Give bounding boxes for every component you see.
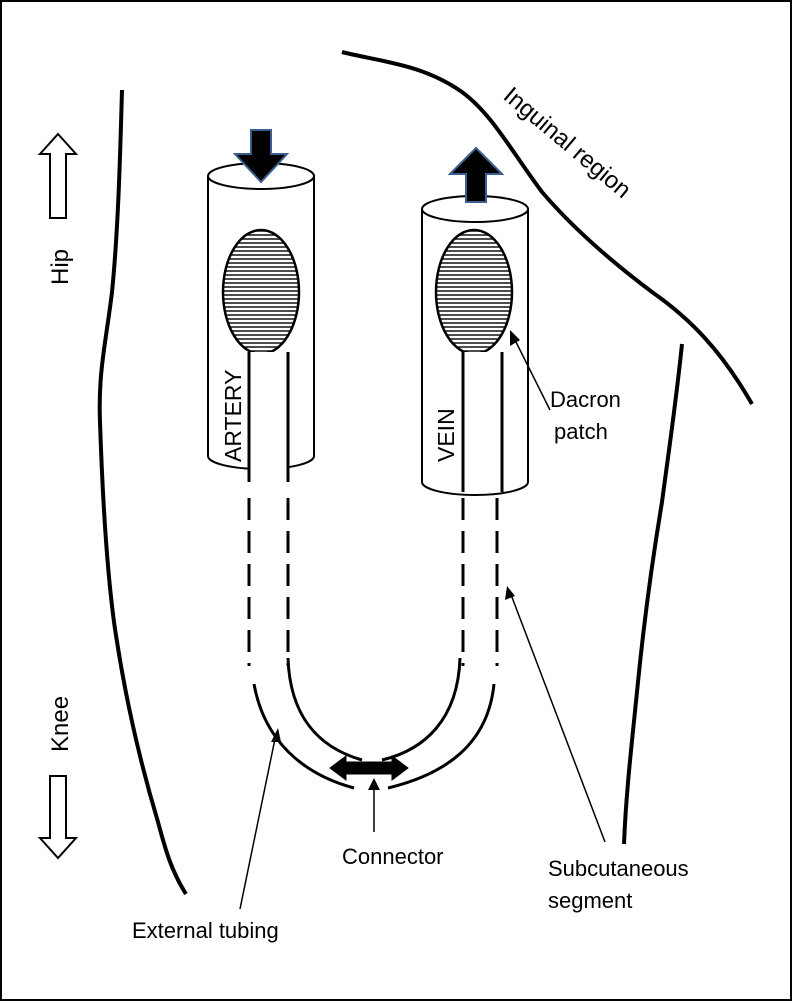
dacron-label-line2: patch	[554, 419, 608, 444]
artery-label: ARTERY	[220, 370, 246, 462]
external-tubing-outer-left	[252, 683, 355, 790]
subcutaneous-label-line1: Subcutaneous	[548, 856, 689, 881]
vein-label: VEIN	[433, 408, 459, 462]
vein-tube	[461, 352, 504, 492]
artery-subcutaneous-segment	[247, 498, 290, 666]
external-tubing-outer-right	[387, 683, 496, 790]
external-tubing-label: External tubing	[132, 918, 279, 943]
external-tubing-inner-right	[381, 657, 462, 762]
subcutaneous-label-line2: segment	[548, 888, 632, 913]
hip-label: Hip	[47, 249, 74, 285]
arrow-down-icon	[232, 129, 290, 184]
vein-dacron-patch	[434, 228, 514, 356]
knee-label: Knee	[47, 696, 74, 752]
thigh-right-outline	[622, 343, 684, 845]
hollow-arrow-up-icon	[37, 132, 79, 219]
artery-tube	[247, 352, 290, 482]
vein-subcutaneous-segment	[461, 498, 499, 666]
external-tubing-inner-left	[286, 657, 363, 762]
dacron-label-line1: Dacron	[550, 387, 621, 412]
artery-dacron-patch	[221, 228, 301, 356]
pointer-lines	[239, 333, 606, 910]
inguinal-region-label: Inguinal region	[498, 82, 636, 204]
hollow-arrow-down-icon	[37, 775, 79, 860]
arrow-up-icon	[447, 146, 505, 203]
connector-label: Connector	[342, 844, 444, 869]
inguinal-outline	[341, 50, 754, 405]
double-arrow-icon	[329, 755, 409, 781]
thigh-left-outline	[97, 89, 188, 896]
pointer-arrowheads	[271, 330, 520, 790]
